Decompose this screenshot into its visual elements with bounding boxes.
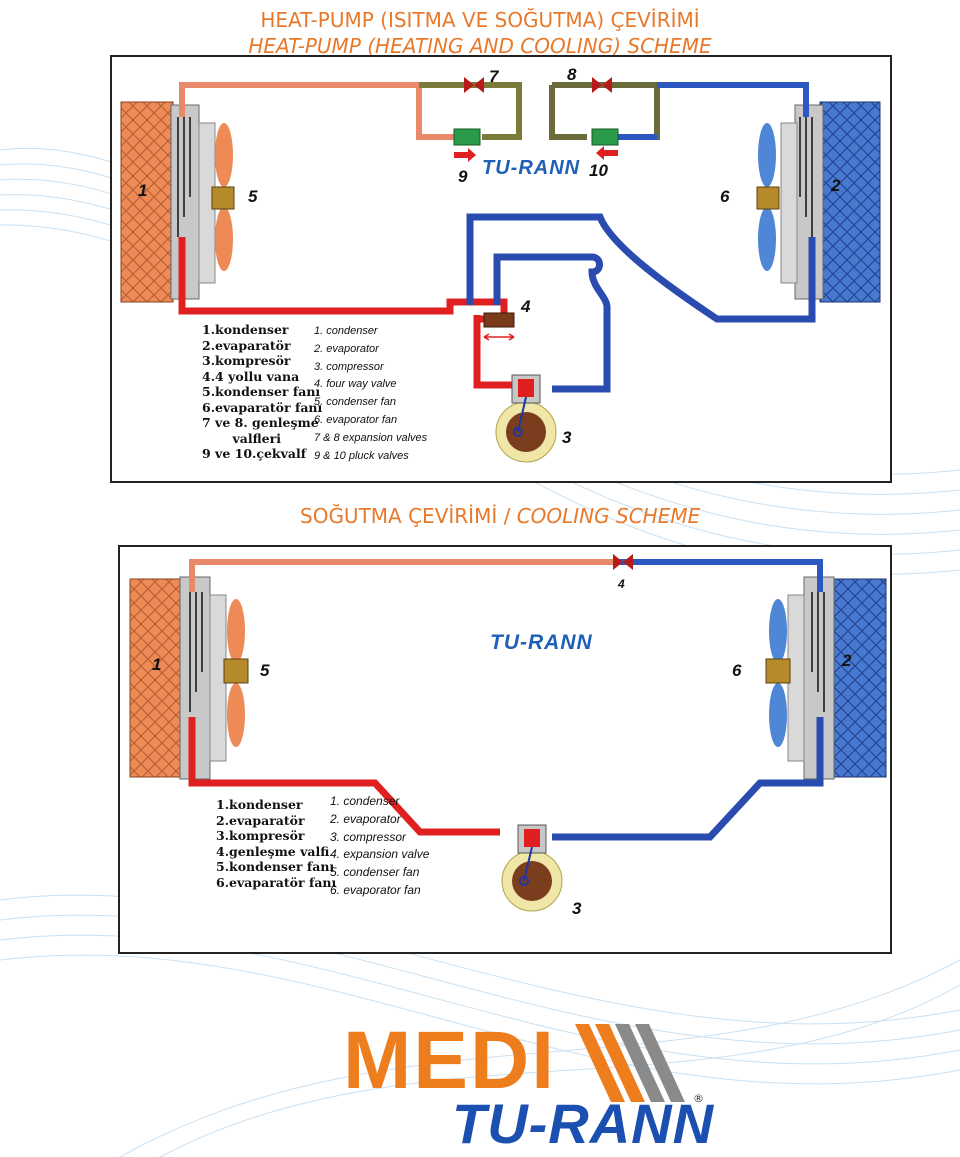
label-9: 9 [458,167,468,186]
cooling-label-3: 3 [572,899,582,918]
heat-pump-diagram: 1 2 3 4 5 6 7 8 9 10 TU-RANN 1.kondenser… [110,55,892,483]
label-4: 4 [521,297,531,316]
cooling-schematic [129,554,887,912]
label-5: 5 [248,187,258,206]
page-title-en: HEAT-PUMP (HEATING AND COOLING) SCHEME [248,34,712,58]
label-2: 2 [831,176,841,195]
cooling-title-separator: / [503,504,511,528]
medi-logo-text: MEDI [343,1015,556,1106]
page-title-tr: HEAT-PUMP (ISITMA VE SOĞUTMA) ÇEVİRİMİ [260,8,700,32]
cooling-title-en: COOLING SCHEME [516,504,701,528]
label-3: 3 [562,428,572,447]
brand-logo-small: TU-RANN [482,157,581,179]
cooling-label-2: 2 [842,651,852,670]
cooling-label-6: 6 [732,661,742,680]
label-7: 7 [489,67,499,86]
heat-pump-schematic [120,77,881,463]
label-1: 1 [138,181,148,200]
cooling-brand-logo: TU-RANN [490,631,593,654]
cooling-title: SOĞUTMA ÇEVİRİMİ / COOLING SCHEME [300,504,700,528]
cooling-label-5: 5 [260,661,270,680]
label-6: 6 [720,187,730,206]
cooling-label-1: 1 [152,655,162,674]
cooling-label-4: 4 [618,577,625,591]
logo-stripes [575,1024,685,1102]
label-8: 8 [567,65,577,84]
turann-logo-text: TU-RANN [452,1092,715,1155]
registered-mark: ® [693,1092,704,1105]
cooling-title-tr: SOĞUTMA ÇEVİRİMİ [300,504,498,528]
label-10: 10 [589,161,608,180]
